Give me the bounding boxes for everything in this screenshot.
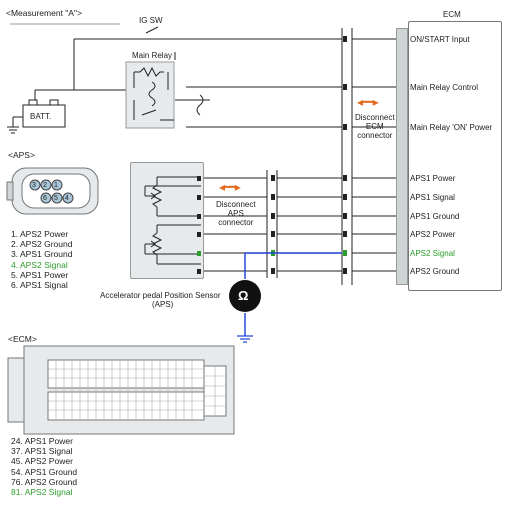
aps-pin-item: 5. APS1 Power xyxy=(11,269,69,280)
ohm-symbol: Ω xyxy=(238,288,249,303)
main-relay-label: Main Relay xyxy=(132,51,173,60)
aps-pin-item-highlighted: 4. APS2 Signal xyxy=(11,259,68,270)
aps-sensor-box xyxy=(130,162,204,279)
ecm-title: ECM xyxy=(443,10,461,19)
battery-label: BATT. xyxy=(30,112,52,121)
aps-pin-item: 1. APS2 Power xyxy=(11,229,69,239)
ecm-terminal-label: Main Relay Control xyxy=(410,83,479,92)
ecm-terminal-label-highlighted: APS2 Signal xyxy=(410,249,455,258)
aps-pin-number: 5 xyxy=(54,195,58,202)
ecm-pin-item: 76. APS2 Ground xyxy=(11,476,78,487)
aps-pin-list: 1. APS2 Power 2. APS2 Ground 3. APS1 Gro… xyxy=(11,229,72,290)
ecm-connector-strip xyxy=(396,28,408,285)
probe-wire xyxy=(244,252,342,279)
ig-switch-label: IG SW xyxy=(139,16,163,25)
ecm-terminal-label: APS1 Ground xyxy=(410,212,460,221)
ecm-pin-item: 37. APS1 Signal xyxy=(11,446,73,457)
aps-pin-number: 1 xyxy=(54,182,58,189)
aps-sensor-label-sub: (APS) xyxy=(152,300,174,309)
ecm-terminal-label: ON/START Input xyxy=(410,35,470,44)
aps-pin-number: 4 xyxy=(65,195,69,202)
ecm-terminal-label: APS2 Power xyxy=(410,230,456,239)
ecm-pin-item: 45. APS2 Power xyxy=(11,456,73,467)
disconnect-aps-label: Disconnect APS connector xyxy=(216,200,256,227)
ecm-pin-item: 24. APS1 Power xyxy=(11,436,73,446)
ecm-terminal-label: Main Relay 'ON' Power xyxy=(410,123,493,132)
disconnect-ecm-label: Disconnect ECM connector xyxy=(355,113,395,140)
battery-box xyxy=(22,104,66,128)
potentiometer-icons xyxy=(144,176,201,274)
ecm-pin-item: 54. APS1 Ground xyxy=(11,466,78,477)
aps-pin-item: 6. APS1 Signal xyxy=(11,280,68,291)
ecm-module-box xyxy=(408,21,502,291)
aps-pin-number: 6 xyxy=(43,195,47,202)
ecm-terminal-label: APS1 Power xyxy=(410,174,456,183)
ecm-connector-grid xyxy=(48,360,226,420)
ecm-section-title: <ECM> xyxy=(8,334,37,344)
aps-pin-item: 2. APS2 Ground xyxy=(11,239,73,250)
aps-sensor-label: Accelerator pedal Position Sensor xyxy=(100,291,221,300)
ecm-terminal-label: APS1 Signal xyxy=(410,193,455,202)
ecm-pin-item-highlighted: 81. APS2 Signal xyxy=(11,487,73,498)
aps-pin-number: 3 xyxy=(32,182,36,189)
ecm-terminal-label: APS2 Ground xyxy=(410,267,460,276)
disconnect-arrow-icon: ◂━ ━▸ xyxy=(219,180,241,194)
aps-pin-number: 2 xyxy=(43,182,47,189)
aps-section-title: <APS> xyxy=(8,150,35,160)
ohmmeter-icon xyxy=(229,280,261,312)
disconnect-arrow-icon: ◂━ ━▸ xyxy=(357,95,379,109)
ecm-connector-tab xyxy=(7,357,27,423)
aps-pin-item: 3. APS1 Ground xyxy=(11,249,73,260)
ecm-connector-body xyxy=(23,345,235,435)
measurement-label: <Measurement "A"> xyxy=(6,8,82,18)
ecm-pin-list: 24. APS1 Power 37. APS1 Signal 45. APS2 … xyxy=(11,436,77,497)
